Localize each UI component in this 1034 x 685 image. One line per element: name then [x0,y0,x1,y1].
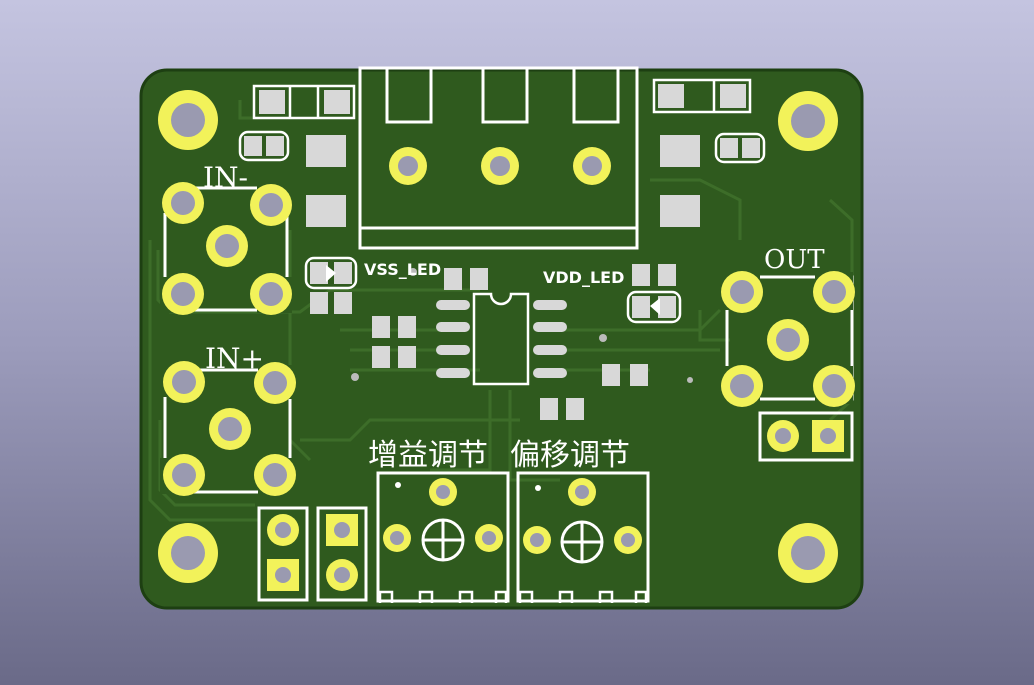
smd-silkscreen [238,78,766,386]
in-minus-label: IN- [203,161,248,194]
vdd-led-label: VDD_LED [543,268,624,287]
mounting-hole-icon [158,90,218,150]
vias [351,268,693,383]
potentiometer-icon [376,471,510,603]
bnc-connector-out [721,271,855,407]
potentiometer-icon [516,471,650,603]
header-pin-icon [758,411,854,462]
in-plus-label: IN+ [205,342,264,375]
screw-terminal-icon [358,66,639,250]
header-pin-icon [257,506,309,602]
smd-pads [244,84,760,420]
header-pin-icon [316,506,368,602]
mounting-hole-icon [158,523,218,583]
led-icon [326,265,660,315]
mounting-hole-icon [778,523,838,583]
mounting-holes [158,90,838,583]
offset-adjust-label: 偏移调节 [510,438,630,473]
vss-led-label: VSS_LED [364,260,441,279]
bnc-connector-in-plus [160,361,296,496]
mounting-hole-icon [778,91,838,151]
bnc-connector-in-minus [160,182,292,315]
out-label: OUT [764,245,825,275]
gain-adjust-label: 增益调节 [368,438,488,473]
